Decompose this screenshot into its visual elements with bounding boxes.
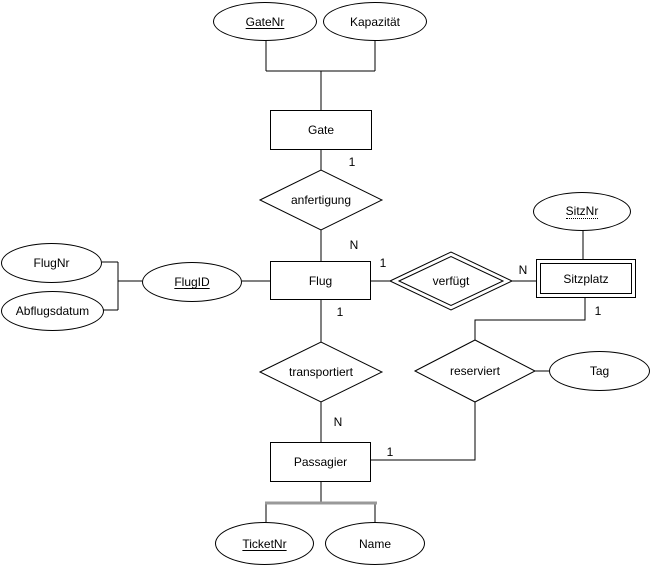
attribute-tag-label: Tag [589, 364, 610, 378]
attribute-abflugsdatum-label: Abflugsdatum [15, 304, 90, 318]
attribute-sitznr[interactable]: SitzNr [533, 192, 631, 231]
attribute-gatenr-label: GateNr [245, 14, 285, 29]
cardinality-verfuegt-sitzplatz: N [518, 263, 528, 277]
relationship-transportiert-shape[interactable] [258, 341, 384, 403]
entity-gate-label: Gate [307, 123, 334, 137]
cardinality-gate-anfertigung: 1 [348, 155, 356, 169]
entity-passagier-label: Passagier [293, 455, 348, 469]
attribute-gatenr[interactable]: GateNr [213, 2, 317, 41]
attribute-name[interactable]: Name [325, 522, 425, 565]
connector-gate-attributes [265, 41, 376, 110]
entity-sitzplatz-inner-border: Sitzplatz [540, 263, 632, 294]
cardinality-transportiert-passagier: N [333, 415, 343, 429]
entity-sitzplatz-label: Sitzplatz [563, 271, 609, 286]
entity-gate[interactable]: Gate [270, 110, 372, 150]
connector-passagier-attribute-drops [265, 503, 376, 522]
entity-passagier[interactable]: Passagier [270, 442, 371, 482]
attribute-kapazitaet-label: Kapazität [349, 14, 401, 29]
relationship-reserviert-shape[interactable] [413, 339, 537, 403]
cardinality-flug-transportiert: 1 [336, 305, 344, 319]
attribute-tag[interactable]: Tag [549, 351, 650, 391]
entity-flug-label: Flug [308, 273, 333, 288]
attribute-sitznr-label: SitzNr [565, 203, 599, 219]
relationship-verfuegt-shape[interactable] [388, 251, 514, 311]
cardinality-sitzplatz-reserviert: 1 [594, 304, 602, 318]
cardinality-reserviert-passagier: 1 [386, 445, 394, 459]
relationship-anfertigung-shape[interactable] [258, 169, 384, 231]
attribute-flugnr[interactable]: FlugNr [1, 243, 102, 283]
cardinality-flug-verfuegt: 1 [379, 256, 387, 270]
attribute-flugid-label: FlugID [174, 275, 210, 289]
connector-reserviert-passagier [371, 402, 476, 461]
cardinality-anfertigung-flug: N [349, 238, 359, 252]
entity-flug[interactable]: Flug [270, 261, 371, 300]
attribute-flugid[interactable]: FlugID [142, 262, 242, 302]
connector-flug-attributes-bracket [102, 261, 142, 311]
attribute-ticketnr-label: TicketNr [242, 536, 287, 551]
attribute-abflugsdatum[interactable]: Abflugsdatum [1, 291, 104, 331]
attribute-kapazitaet[interactable]: Kapazität [323, 2, 427, 41]
entity-sitzplatz[interactable]: Sitzplatz [536, 259, 636, 298]
attribute-ticketnr[interactable]: TicketNr [215, 522, 314, 565]
attribute-flugnr-label: FlugNr [33, 256, 70, 270]
connector-sitzplatz-reserviert [474, 298, 586, 340]
attribute-name-label: Name [358, 536, 391, 551]
